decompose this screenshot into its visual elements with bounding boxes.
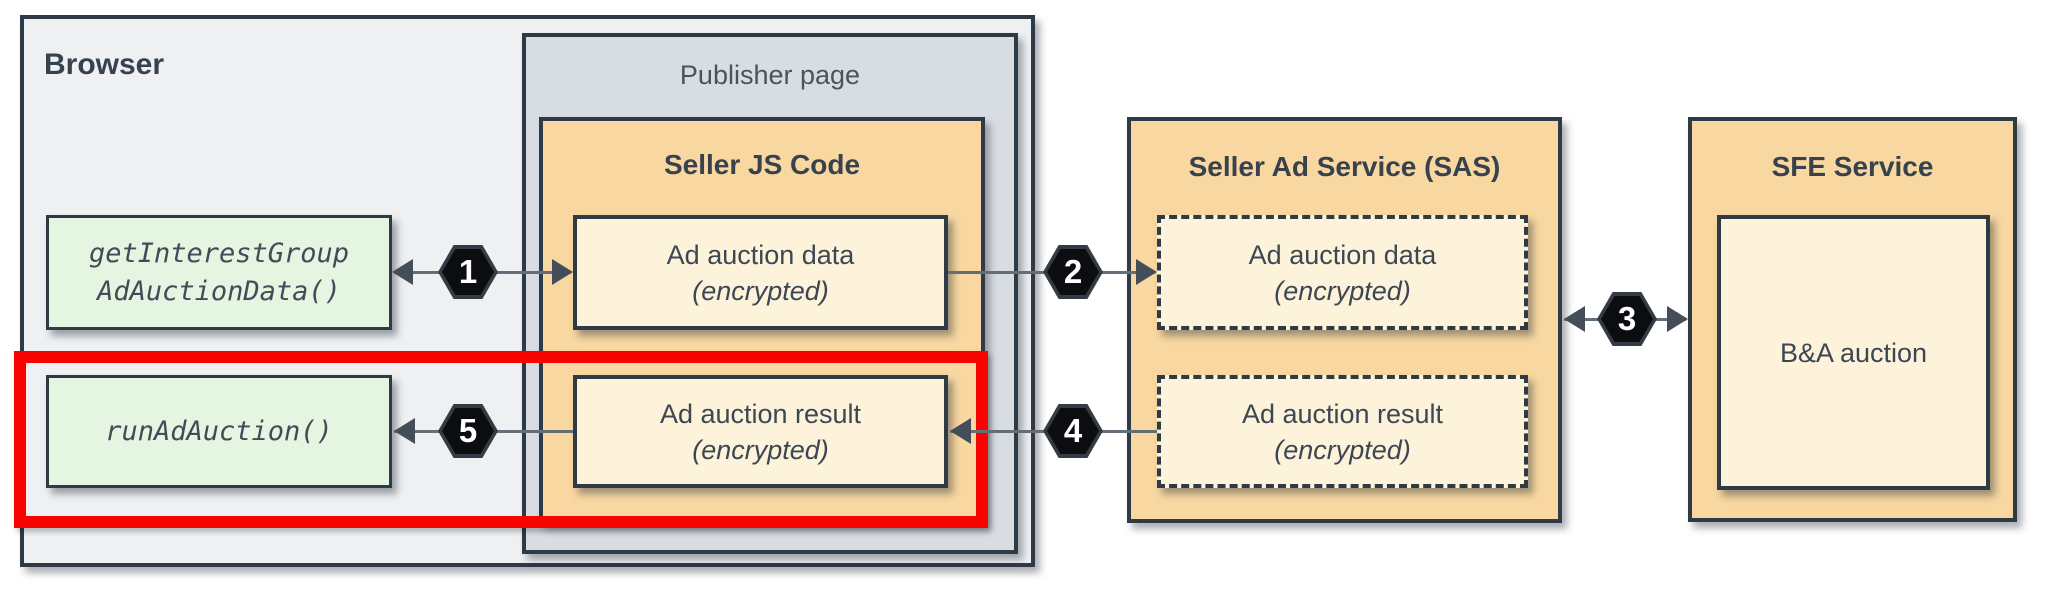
seller-ad-service-title: Seller Ad Service (SAS) bbox=[1188, 151, 1501, 182]
publisher-page-title: Publisher page bbox=[679, 60, 861, 90]
js-ad-auction-result-box: Ad auction result (encrypted) bbox=[573, 375, 948, 488]
step-badge-1-number: 1 bbox=[458, 253, 478, 290]
step-badge-4-number: 4 bbox=[1063, 412, 1083, 449]
js-ad-auction-result-line2: (encrypted) bbox=[692, 434, 829, 465]
arrowhead-left-icon bbox=[392, 259, 413, 285]
sas-ad-auction-data-line1: Ad auction data bbox=[1248, 239, 1437, 270]
step-badge-3-number: 3 bbox=[1617, 300, 1637, 337]
js-ad-auction-data-line1: Ad auction data bbox=[666, 239, 855, 270]
seller-js-code-title: Seller JS Code bbox=[663, 149, 861, 180]
arrowhead-right-icon bbox=[1667, 306, 1688, 332]
step-badge-2: 2 bbox=[1043, 245, 1103, 299]
sas-ad-auction-data-box: Ad auction data (encrypted) bbox=[1157, 215, 1528, 330]
sas-ad-auction-data-line2: (encrypted) bbox=[1274, 275, 1411, 306]
arrowhead-right-icon bbox=[1136, 259, 1157, 285]
sas-ad-auction-result-line2: (encrypted) bbox=[1274, 434, 1411, 465]
arrowhead-left-icon bbox=[950, 418, 971, 444]
ba-auction-label: B&A auction bbox=[1779, 337, 1928, 368]
run-ad-auction-line1: runAdAuction() bbox=[105, 415, 333, 447]
red-highlight-frame bbox=[14, 351, 988, 528]
browser-title: Browser bbox=[44, 48, 165, 81]
js-ad-auction-result-line1: Ad auction result bbox=[659, 398, 862, 429]
get-interest-group-line1: getInterestGroup bbox=[88, 237, 350, 269]
get-interest-group-line2: AdAuctionData() bbox=[97, 275, 341, 307]
sas-ad-auction-result-box: Ad auction result (encrypted) bbox=[1157, 375, 1528, 488]
arrowhead-left-icon bbox=[1564, 306, 1585, 332]
step-badge-4: 4 bbox=[1043, 404, 1103, 458]
run-ad-auction-box: runAdAuction() bbox=[46, 375, 392, 488]
get-interest-group-box: getInterestGroup AdAuctionData() bbox=[46, 215, 392, 330]
ba-auction-box: B&A auction bbox=[1717, 215, 1990, 490]
step-badge-3: 3 bbox=[1597, 292, 1657, 346]
js-ad-auction-data-line2: (encrypted) bbox=[692, 275, 829, 306]
arrowhead-right-icon bbox=[552, 259, 573, 285]
sas-ad-auction-result-line1: Ad auction result bbox=[1241, 398, 1444, 429]
step-badge-2-number: 2 bbox=[1063, 253, 1083, 290]
sfe-service-title: SFE Service bbox=[1771, 151, 1934, 182]
arrowhead-left-icon bbox=[394, 418, 415, 444]
js-ad-auction-data-box: Ad auction data (encrypted) bbox=[573, 215, 948, 330]
step-badge-5-number: 5 bbox=[458, 412, 478, 449]
